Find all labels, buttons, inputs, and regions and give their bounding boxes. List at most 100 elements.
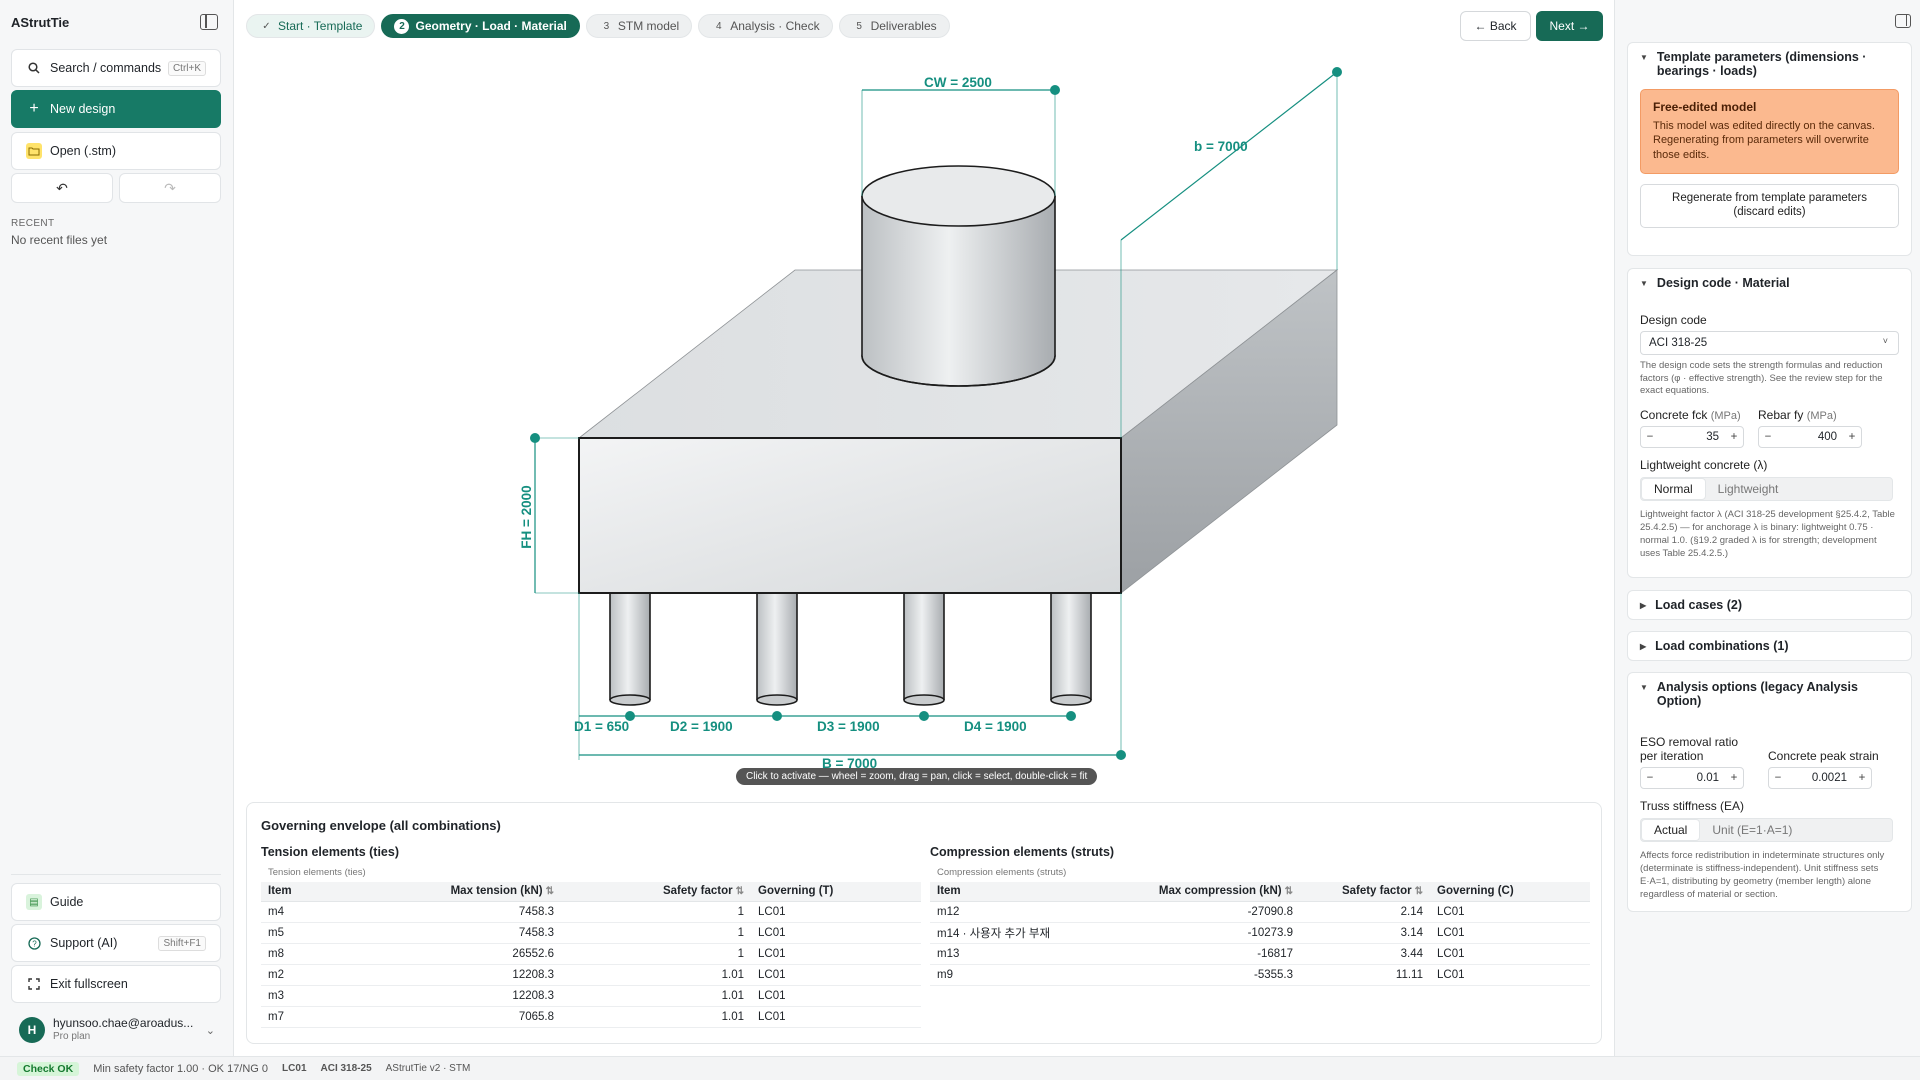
regenerate-button[interactable]: Regenerate from template parameters (dis… [1640, 184, 1899, 229]
model-canvas[interactable]: CW = 2500 b = 7000 FH = 2000 D1 = 650 D2… [246, 52, 1602, 792]
sort-icon[interactable]: ⇅ [735, 886, 744, 898]
pile-cap-footing[interactable] [577, 269, 1339, 594]
option-normal[interactable]: Normal [1641, 478, 1706, 501]
truss-stiffness-toggle[interactable]: Actual Unit (E=1·A=1) [1640, 818, 1893, 843]
step-stm-model[interactable]: 3 STM model [585, 14, 693, 38]
dim-label-b-width[interactable]: B = 7000 [822, 756, 877, 771]
isometric-model-svg[interactable]: CW = 2500 b = 7000 FH = 2000 D1 = 650 D2… [246, 52, 1602, 792]
fck-value[interactable]: 35 [1706, 431, 1719, 444]
template-parameters-header[interactable]: ▼ Template parameters (dimensions · bear… [1640, 50, 1867, 78]
triangle-down-icon: ▼ [1640, 53, 1648, 62]
template-parameters-section: ▼ Template parameters (dimensions · bear… [1627, 42, 1912, 256]
support-shortcut: Shift+F1 [158, 935, 206, 951]
dim-label-cw[interactable]: CW = 2500 [924, 75, 992, 90]
dim-label-d2[interactable]: D2 = 1900 [670, 719, 733, 734]
sort-icon[interactable]: ⇅ [1284, 886, 1293, 898]
fy-value[interactable]: 400 [1817, 431, 1837, 444]
dim-label-b-depth[interactable]: b = 7000 [1194, 139, 1248, 154]
open-file-button[interactable]: Open (.stm) [11, 132, 221, 170]
svg-text:?: ? [32, 939, 37, 948]
redo-icon[interactable]: ↷ [119, 173, 221, 203]
option-actual[interactable]: Actual [1641, 819, 1701, 842]
lightweight-toggle[interactable]: Normal Lightweight [1640, 477, 1893, 502]
sort-icon[interactable]: ⇅ [545, 886, 554, 898]
col-max-tension[interactable]: Max tension (kN)⇅ [381, 882, 561, 902]
analysis-options-header[interactable]: ▼ Analysis options (legacy Analysis Opti… [1640, 680, 1858, 708]
analysis-options-section: ▼ Analysis options (legacy Analysis Opti… [1627, 672, 1912, 912]
design-code-header[interactable]: ▼ Design code · Material [1640, 276, 1790, 290]
plus-icon[interactable]: + [1848, 431, 1856, 444]
load-cases-section[interactable]: ▶ Load cases (2) [1627, 590, 1912, 620]
step-number: 4 [715, 20, 722, 32]
exit-fullscreen-button[interactable]: Exit fullscreen [11, 965, 221, 1003]
compression-caption: Compression elements (struts) [937, 867, 1067, 878]
plus-icon[interactable]: + [1858, 772, 1866, 785]
fy-stepper[interactable]: − 400 + [1758, 426, 1862, 449]
fck-stepper[interactable]: − 35 + [1640, 426, 1744, 449]
guide-button[interactable]: ▤ Guide [11, 883, 221, 921]
eso-stepper[interactable]: − 0.01 + [1640, 767, 1744, 790]
sidebar-divider [11, 874, 221, 875]
plus-icon[interactable]: + [1730, 772, 1738, 785]
option-lightweight[interactable]: Lightweight [1717, 482, 1779, 497]
minus-icon[interactable]: − [1774, 772, 1782, 785]
step-number: 3 [603, 20, 610, 32]
search-button[interactable]: Search / commands Ctrl+K [11, 49, 221, 87]
step-deliverables[interactable]: 5 Deliverables [838, 14, 950, 38]
search-label: Search / commands [50, 61, 162, 75]
plus-icon: + [29, 100, 39, 117]
dim-label-fh[interactable]: FH = 2000 [519, 485, 534, 548]
col-max-compression[interactable]: Max compression (kN)⇅ [1080, 882, 1300, 902]
sort-icon[interactable]: ⇅ [1414, 886, 1423, 898]
sidebar-collapse-icon[interactable] [200, 14, 218, 30]
wizard-steps: ✓ Start · Template 2 Geometry · Load · M… [246, 14, 950, 38]
plus-icon[interactable]: + [1730, 431, 1738, 444]
col-safety-factor[interactable]: Safety factor⇅ [561, 882, 751, 902]
step-analysis-check[interactable]: 4 Analysis · Check [698, 14, 833, 38]
peak-strain-stepper[interactable]: − 0.0021 + [1768, 767, 1872, 790]
undo-icon[interactable]: ↶ [11, 173, 113, 203]
back-button[interactable]: ← Back [1460, 11, 1531, 41]
step-geometry-load-material[interactable]: 2 Geometry · Load · Material [381, 14, 580, 38]
minus-icon[interactable]: − [1646, 772, 1654, 785]
column-cylinder[interactable] [861, 165, 1056, 387]
piles[interactable] [609, 590, 1092, 706]
peak-strain-value[interactable]: 0.0021 [1811, 772, 1847, 785]
eso-value[interactable]: 0.01 [1696, 772, 1719, 785]
next-button[interactable]: Next → [1536, 11, 1603, 41]
dimension-handles[interactable] [530, 67, 1342, 760]
design-code-select[interactable]: ACI 318-25 ˅ [1640, 330, 1899, 355]
step-label: STM model [617, 19, 680, 33]
fullscreen-exit-icon [26, 976, 42, 992]
tension-table-block: Tension elements (ties) Tension elements… [261, 845, 921, 1028]
load-combinations-section[interactable]: ▶ Load combinations (1) [1627, 631, 1912, 661]
app-title: AStrutTie [11, 15, 70, 30]
user-menu[interactable]: H hyunsoo.chae@aroadus... Pro plan ⌄ [11, 1012, 221, 1048]
design-code-label: Design code [1640, 312, 1707, 327]
panel-toggle-icon[interactable] [1895, 14, 1911, 28]
minus-icon[interactable]: − [1764, 431, 1772, 444]
peak-strain-label: Concrete peak strain [1768, 749, 1879, 764]
option-unit[interactable]: Unit (E=1·A=1) [1712, 823, 1793, 838]
dim-label-d4[interactable]: D4 = 1900 [964, 719, 1027, 734]
design-code-hint: The design code sets the strength formul… [1640, 359, 1883, 397]
minus-icon[interactable]: − [1646, 431, 1654, 444]
support-button[interactable]: ? Support (AI) Shift+F1 [11, 924, 221, 962]
col-safety-factor[interactable]: Safety factor⇅ [1300, 882, 1430, 902]
new-design-button[interactable]: + New design [11, 90, 221, 128]
dim-label-d3[interactable]: D3 = 1900 [817, 719, 880, 734]
dim-label-d1[interactable]: D1 = 650 [574, 719, 629, 734]
user-email: hyunsoo.chae@aroadus... [53, 1016, 194, 1031]
check-icon: ✓ [262, 20, 271, 32]
step-start-template[interactable]: ✓ Start · Template [246, 14, 376, 38]
